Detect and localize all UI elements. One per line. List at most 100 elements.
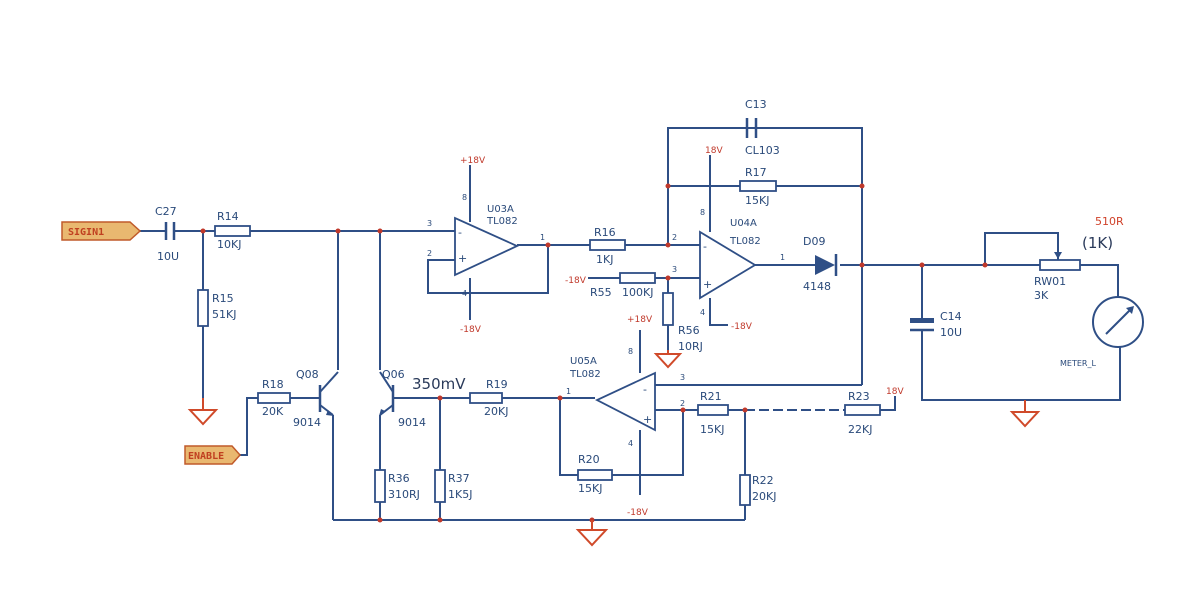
r36-ref: R36 [388,472,410,485]
c14-value: 10U [940,326,962,339]
r36-value: 310RJ [388,488,420,501]
r55-supply: -18V [565,276,587,286]
d09-ref: D09 [803,235,825,248]
input-port-label: SIGIN1 [68,227,104,238]
c27-value: 10U [157,250,179,263]
meter-gauge-icon: METER_L [1060,296,1144,368]
resistor-r56: R56 10RJ [662,292,703,353]
r14-ref: R14 [217,210,239,223]
resistor-r18: R18 20K [257,378,291,418]
u03a-pin3: 3 [427,219,432,228]
u05a-pin1: 1 [566,387,571,396]
u04a-minus: - [703,240,707,253]
rw01-note: 510R [1095,215,1124,228]
r55-value: 100KJ [622,286,653,299]
r18-ref: R18 [262,378,284,391]
d09-value: 4148 [803,280,831,293]
c27-ref: C27 [155,205,177,218]
r15-ref: R15 [212,292,234,305]
r56-value: 10RJ [678,340,703,353]
u03a-pin2: 2 [427,249,432,258]
r56-ref: R56 [678,324,700,337]
u03a-pin4: 4 [462,289,467,298]
capacitor-c14: C14 10U [910,310,962,339]
u03a-pos-supply: +18V [460,156,486,166]
u05a-pin8: 8 [628,347,633,356]
u05a-pin3: 3 [680,373,685,382]
r16-value: 1KJ [596,253,613,266]
u03a-plus: + [458,252,467,265]
diode-d09: D09 4148 [803,235,838,293]
r23-supply: 18V [886,387,904,397]
r19-value: 20KJ [484,405,508,418]
u04a-plus: + [703,278,712,291]
meter-ref: METER_L [1060,359,1096,368]
rw01-value: 3K [1034,289,1049,302]
capacitor-c27: C27 10U [155,205,180,263]
r20-ref: R20 [578,453,600,466]
r17-ref: R17 [745,166,767,179]
q08-value: 9014 [293,416,321,429]
u03a-neg-supply: -18V [460,325,482,335]
opamp-u04a: - + U04A TL082 2 3 1 8 4 18V -18V -18V [565,146,785,332]
resistor-r17: R17 15KJ [739,166,777,207]
transistor-q06: Q06 9014 [379,368,426,429]
u05a-ref: U05A [570,356,597,367]
r37-value: 1K5J [448,488,472,501]
resistor-r14: R14 10KJ [214,210,251,251]
u05a-pin4: 4 [628,439,633,448]
r20-value: 15KJ [578,482,602,495]
u04a-pin4: 4 [700,308,705,317]
u05a-plus: + [643,413,652,426]
u04a-value: TL082 [729,236,761,247]
r16-ref: R16 [594,226,616,239]
ground-icon [575,520,609,547]
u04a-pin3: 3 [672,265,677,274]
q08-ref: Q08 [296,368,319,381]
resistor-r15: R15 51KJ [197,289,236,327]
u05a-pin2: 2 [680,399,685,408]
ground-icon [653,350,683,369]
r17-value: 15KJ [745,194,769,207]
u03a-pin1: 1 [540,233,545,242]
u04a-pin2: 2 [672,233,677,242]
ground-icon [187,398,219,426]
u05a-value: TL082 [569,369,601,380]
ground-symbols [187,350,1041,547]
resistor-r23: R23 22KJ [844,390,881,436]
u04a-pos-supply: 18V [705,146,723,156]
r22-value: 20KJ [752,490,776,503]
u04a-neg-supply: -18V [731,322,753,332]
potentiometer-rw01: RW01 3K 510R (1K) [1034,215,1124,302]
q06-ref: Q06 [382,368,405,381]
r22-ref: R22 [752,474,774,487]
u03a-minus: - [458,226,462,239]
enable-port: ENABLE [184,445,242,465]
u03a-pin8: 8 [462,193,467,202]
input-port: SIGIN1 [61,221,142,241]
ground-icon [1009,400,1041,428]
r15-value: 51KJ [212,308,236,321]
transistor-q08: Q08 9014 [293,368,339,429]
opamp-u03a: - + U03A TL082 3 2 1 8 4 +18V -18V [427,156,545,335]
resistor-r36: R36 310RJ [374,469,420,503]
resistor-r37: R37 1K5J [434,469,472,503]
u05a-pos-supply: +18V [627,315,653,325]
resistor-r19: R19 20KJ [469,378,508,418]
r55-ref: R55 [590,286,612,299]
rw01-ref: RW01 [1034,275,1066,288]
c13-value: CL103 [745,144,780,157]
r37-ref: R37 [448,472,470,485]
r21-value: 15KJ [700,423,724,436]
r19-ref: R19 [486,378,508,391]
u04a-pin8: 8 [700,208,705,217]
u05a-minus: - [643,383,647,396]
junctions [200,183,988,523]
c13-ref: C13 [745,98,767,111]
resistor-r55: R55 100KJ [590,272,656,299]
r23-value: 22KJ [848,423,872,436]
r23-ref: R23 [848,390,870,403]
r14-value: 10KJ [217,238,241,251]
wires [140,127,1121,521]
